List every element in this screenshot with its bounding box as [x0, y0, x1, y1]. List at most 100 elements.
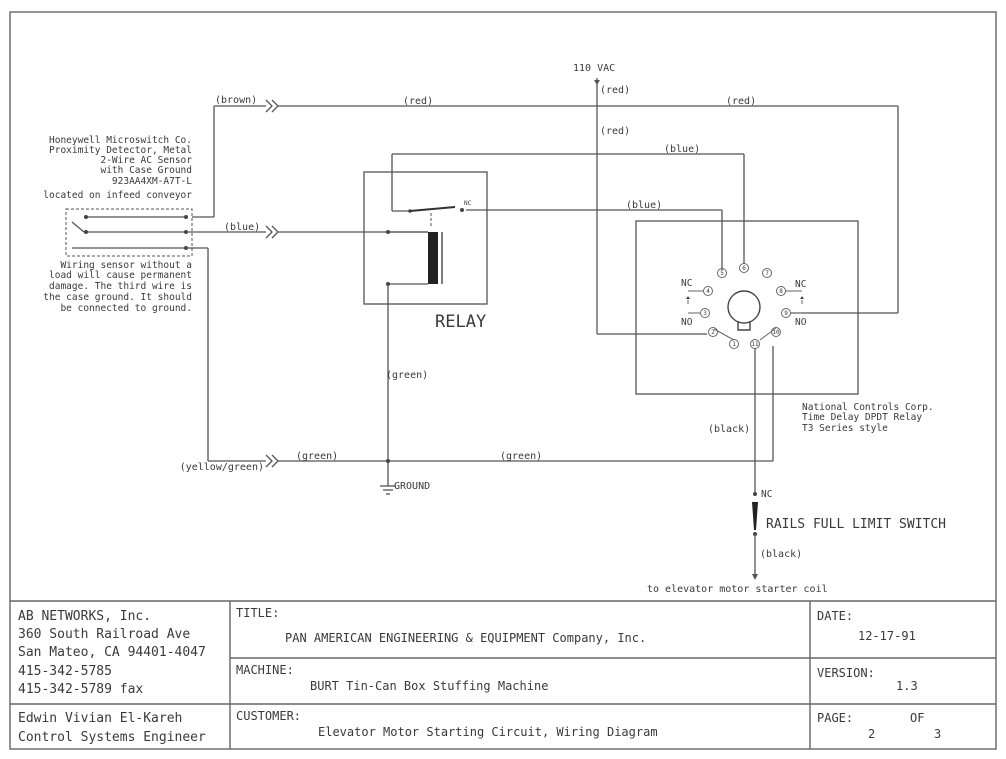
blue-top-label: (blue)	[664, 144, 700, 155]
green-relay-label: (green)	[386, 370, 428, 381]
title-value: PAN AMERICAN ENGINEERING & EQUIPMENT Com…	[285, 631, 646, 645]
date-field-label: DATE:	[817, 609, 853, 623]
left-contact-arrow-icon	[686, 296, 690, 299]
limit-switch-label: RAILS FULL LIMIT SWITCH	[766, 517, 946, 532]
customer-field-label: CUSTOMER:	[236, 709, 301, 723]
timer-key-notch	[737, 321, 751, 331]
customer-value: Elevator Motor Starting Circuit, Wiring …	[318, 725, 658, 739]
svg-text:2-Wire AC Sensor: 2-Wire AC Sensor	[100, 155, 192, 166]
relay-box	[363, 171, 488, 305]
svg-text:AB NETWORKS, Inc.: AB NETWORKS, Inc.	[18, 609, 151, 624]
page-value: 2	[868, 727, 875, 741]
page-field-label: PAGE:	[817, 711, 853, 725]
svg-text:1: 1	[732, 341, 736, 348]
output-arrow-icon	[752, 574, 758, 580]
svg-text:Edwin Vivian El-Kareh: Edwin Vivian El-Kareh	[18, 711, 182, 726]
pin2-to-pin1-link	[713, 328, 735, 341]
of-value: 3	[934, 727, 941, 741]
red-wire-label-2: (red)	[600, 126, 630, 137]
svg-text:with Case Ground: with Case Ground	[100, 165, 192, 176]
version-value: 1.3	[896, 679, 918, 693]
relay-contact-nc-label: NC	[464, 200, 472, 207]
svg-text:415-342-5785: 415-342-5785	[18, 664, 112, 679]
machine-field-label: MACHINE:	[236, 663, 294, 677]
ground-junction	[386, 459, 390, 463]
green-left-label: (green)	[296, 451, 338, 462]
red-right-label: (red)	[726, 96, 756, 107]
svg-text:3: 3	[703, 310, 707, 317]
version-field-label: VERSION:	[817, 666, 875, 680]
sensor-switch-icon	[71, 221, 85, 233]
yellow-green-label: (yellow/green)	[180, 462, 264, 473]
svg-text:6: 6	[742, 265, 746, 272]
red-top-label: (red)	[403, 96, 433, 107]
pin10-to-pin11-link	[759, 327, 777, 341]
drawing-border	[9, 11, 997, 750]
svg-text:Proximity Detector, Metal: Proximity Detector, Metal	[49, 145, 192, 156]
green-mid-label: (green)	[500, 451, 542, 462]
limit-switch-nc-label: NC	[761, 489, 772, 500]
limit-switch-icon	[752, 502, 758, 530]
relay-label: RELAY	[435, 312, 486, 332]
svg-text:11: 11	[751, 341, 759, 348]
date-value: 12-17-91	[858, 629, 916, 643]
title-field-label: TITLE:	[236, 606, 279, 620]
power-label: 110 VAC	[573, 63, 615, 74]
no-right-label: NO	[795, 317, 807, 328]
svg-text:be connected to ground.: be connected to ground.	[60, 303, 192, 314]
svg-text:4: 4	[706, 288, 710, 295]
title-block	[10, 600, 996, 749]
svg-text:360 South Railroad Ave: 360 South Railroad Ave	[18, 627, 190, 642]
svg-text:damage. The third wire is: damage. The third wire is	[49, 281, 192, 292]
supply-arrow-icon	[594, 80, 600, 85]
blue-connector-icon	[265, 225, 279, 239]
timer-pins: 1 2 3 4 5 6 7 8 9 10 11	[700, 263, 791, 349]
sensor-body	[65, 208, 193, 257]
svg-text:923AA4XM-A7T-L: 923AA4XM-A7T-L	[112, 176, 192, 187]
ground-icon	[380, 485, 396, 495]
nc-left-label: NC	[681, 278, 692, 289]
of-field-label: OF	[910, 711, 924, 725]
svg-text:Honeywell Microswitch Co.: Honeywell Microswitch Co.	[49, 135, 192, 146]
ground-label: GROUND	[394, 481, 430, 492]
blue-mid-label: (blue)	[626, 200, 662, 211]
svg-text:San Mateo, CA 94401-4047: San Mateo, CA 94401-4047	[18, 645, 206, 660]
svg-text:5: 5	[720, 270, 724, 277]
sensor-description: Honeywell Microswitch Co. Proximity Dete…	[43, 135, 192, 201]
svg-text:Time Delay DPDT Relay: Time Delay DPDT Relay	[802, 412, 922, 423]
brown-label: (brown)	[215, 95, 257, 106]
svg-text:Control Systems Engineer: Control Systems Engineer	[18, 730, 206, 745]
svg-text:Wiring sensor without a: Wiring sensor without a	[60, 260, 192, 271]
svg-text:2: 2	[711, 329, 715, 336]
svg-text:T3 Series style: T3 Series style	[802, 423, 888, 434]
limit-switch-terminal-top	[753, 492, 757, 496]
company-info: AB NETWORKS, Inc. 360 South Railroad Ave…	[18, 609, 206, 697]
output-label: to elevator motor starter coil	[647, 584, 828, 595]
sensor-warning: Wiring sensor without a load will cause …	[43, 260, 192, 314]
relay-contact-nc-terminal	[460, 208, 464, 212]
svg-text:located on infeed conveyor: located on infeed conveyor	[43, 190, 192, 201]
nc-right-label: NC	[795, 279, 806, 290]
engineer-info: Edwin Vivian El-Kareh Control Systems En…	[18, 711, 206, 745]
coil-terminal-a	[386, 230, 390, 234]
svg-text:load will cause permanent: load will cause permanent	[49, 270, 192, 281]
red-wire-label-1: (red)	[600, 85, 630, 96]
brown-connector-icon	[265, 99, 279, 113]
black-lower-label: (black)	[760, 549, 802, 560]
machine-value: BURT Tin-Can Box Stuffing Machine	[310, 679, 548, 693]
svg-text:the case ground. It should: the case ground. It should	[43, 292, 192, 303]
blue-left-label: (blue)	[224, 222, 260, 233]
no-left-label: NO	[681, 317, 693, 328]
black-upper-label: (black)	[708, 424, 750, 435]
right-contact-arrow-icon	[800, 296, 804, 299]
svg-text:415-342-5789 fax: 415-342-5789 fax	[18, 682, 143, 697]
ground-connector-icon	[265, 454, 279, 468]
svg-text:National Controls Corp.: National Controls Corp.	[802, 402, 934, 413]
timer-key-icon	[727, 290, 761, 324]
svg-text:8: 8	[779, 288, 783, 295]
timer-description: National Controls Corp. Time Delay DPDT …	[802, 402, 934, 434]
svg-text:10: 10	[772, 329, 780, 336]
timer-relay-box	[635, 220, 859, 395]
